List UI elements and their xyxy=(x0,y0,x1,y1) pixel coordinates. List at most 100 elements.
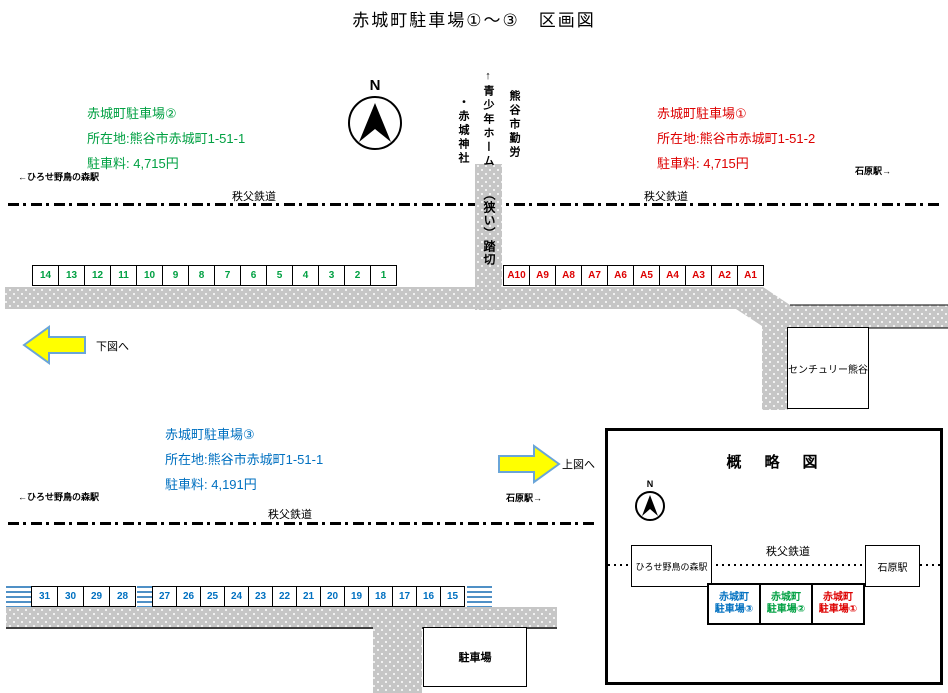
upper-left-station-label: ←ひろせ野鳥の森駅 xyxy=(18,172,100,182)
parking-space: 23 xyxy=(248,586,273,607)
parking-space: 18 xyxy=(368,586,393,607)
overview-north-arrow-icon xyxy=(642,495,658,516)
lower-ishihara-label: 石原駅→ xyxy=(506,493,543,503)
parking-space: 25 xyxy=(200,586,225,607)
parking-space: 4 xyxy=(292,265,319,286)
parking-space: 21 xyxy=(296,586,321,607)
parking-space: 16 xyxy=(416,586,441,607)
overview-compass-n-label: N xyxy=(646,479,654,489)
overview-left-station-box: ひろせ野鳥の森駅 xyxy=(631,545,712,587)
lot3-address: 所在地:熊谷市赤城町1-51-1 xyxy=(165,452,324,467)
parking-lot-box-label: 駐車場 xyxy=(458,652,492,664)
overview-title: 概 略 図 xyxy=(726,454,822,471)
parking-space: 15 xyxy=(440,586,465,607)
parking-space: 5 xyxy=(266,265,293,286)
to-upper-label: 上図へ xyxy=(562,459,595,471)
lot1-info: 赤城町駐車場① 所在地:熊谷市赤城町1-51-2 駐車料: 4,715円 xyxy=(657,101,815,176)
upper-railway-line xyxy=(8,203,940,206)
overview-lot: 赤城町駐車場② xyxy=(759,585,811,623)
parking-space: 13 xyxy=(58,265,85,286)
overview-compass: N xyxy=(634,479,666,521)
stripe-area-left xyxy=(6,586,31,607)
parking-space: 20 xyxy=(320,586,345,607)
parking-space: A1 xyxy=(737,265,764,286)
parking-space: 9 xyxy=(162,265,189,286)
lot2-address: 所在地:熊谷市赤城町1-51-1 xyxy=(87,131,246,146)
century-kumagaya-label: センチュリー熊谷 xyxy=(788,364,868,376)
parking-lot-box: 駐車場 xyxy=(423,627,527,687)
overview-railway-name: 秩父鉄道 xyxy=(766,546,810,558)
parking-space: A8 xyxy=(555,265,582,286)
lot3-name: 赤城町駐車場③ xyxy=(165,427,255,442)
parking-space: 3 xyxy=(318,265,345,286)
parking-space: 19 xyxy=(344,586,369,607)
overview-lot: 赤城町駐車場③ xyxy=(714,592,754,615)
page-title: 赤城町駐車場①〜③ 区画図 xyxy=(352,11,596,30)
parking-space: 14 xyxy=(32,265,59,286)
parking-space: 1 xyxy=(370,265,397,286)
compass-ring xyxy=(348,96,402,150)
parking-space: 2 xyxy=(344,265,371,286)
lot2-fee: 駐車料: 4,715円 xyxy=(87,156,179,171)
parking-space: 8 xyxy=(188,265,215,286)
lot1-name: 赤城町駐車場① xyxy=(657,106,747,121)
to-lower-arrow-icon xyxy=(22,325,86,365)
parking-space: A9 xyxy=(529,265,556,286)
upper-railway-name-left: 秩父鉄道 xyxy=(232,191,276,203)
parking-space: 24 xyxy=(224,586,249,607)
parking-space: A4 xyxy=(659,265,686,286)
upper-right-station-label: 石原駅→ xyxy=(855,166,892,176)
parking-space: 29 xyxy=(83,586,110,607)
parking-space: 22 xyxy=(272,586,297,607)
stripe-area-mid xyxy=(137,586,152,607)
lot2-info: 赤城町駐車場② 所在地:熊谷市赤城町1-51-1 駐車料: 4,715円 xyxy=(87,101,245,176)
parking-space: A10 xyxy=(503,265,530,286)
stripe-area-right xyxy=(467,586,492,607)
lot3-info: 赤城町駐車場③ 所在地:熊谷市赤城町1-51-1 駐車料: 4,191円 xyxy=(165,422,323,497)
century-kumagaya-box: センチュリー熊谷 xyxy=(787,327,869,409)
parking-space: 6 xyxy=(240,265,267,286)
overview-lot: 赤城町駐車場① xyxy=(811,585,863,623)
parking-space: 31 xyxy=(31,586,58,607)
parking-space: 11 xyxy=(110,265,137,286)
parking-space: 10 xyxy=(136,265,163,286)
to-lower-label: 下図へ xyxy=(96,341,129,353)
lower-railway-line xyxy=(8,522,598,525)
parking-space: 26 xyxy=(176,586,201,607)
parking-space: 17 xyxy=(392,586,417,607)
lower-railway-name: 秩父鉄道 xyxy=(268,509,312,521)
parking-space: A3 xyxy=(685,265,712,286)
parking-space: A6 xyxy=(607,265,634,286)
landmark-youth-home: ↑青少年ホーム xyxy=(482,70,494,169)
parking-space: A5 xyxy=(633,265,660,286)
overview-railway-line xyxy=(608,564,940,566)
compass-north: N xyxy=(347,78,403,150)
parking-space: 7 xyxy=(214,265,241,286)
landmark-shrine: ・赤城神社 xyxy=(457,96,469,166)
parking-space: A7 xyxy=(581,265,608,286)
landmark-city-labor: 熊谷市勤労 xyxy=(508,90,520,160)
parking-space: A2 xyxy=(711,265,738,286)
lot2-name: 赤城町駐車場② xyxy=(87,106,177,121)
overview-compass-ring xyxy=(635,491,665,521)
compass-n-label: N xyxy=(369,77,381,94)
north-arrow-icon xyxy=(359,103,391,142)
to-upper-arrow-icon xyxy=(498,444,561,484)
lot1-fee: 駐車料: 4,715円 xyxy=(657,156,749,171)
parking-space: 28 xyxy=(109,586,136,607)
upper-railway-name-right: 秩父鉄道 xyxy=(644,191,688,203)
crossing-label: （狭い）踏切 xyxy=(482,188,496,266)
parking-space: 30 xyxy=(57,586,84,607)
parking-space: 12 xyxy=(84,265,111,286)
overview-right-station-label: 石原駅 xyxy=(877,562,908,574)
overview-right-station-box: 石原駅 xyxy=(865,545,920,587)
overview-left-station-label: ひろせ野鳥の森駅 xyxy=(635,561,708,572)
lot1-address: 所在地:熊谷市赤城町1-51-2 xyxy=(657,131,816,146)
